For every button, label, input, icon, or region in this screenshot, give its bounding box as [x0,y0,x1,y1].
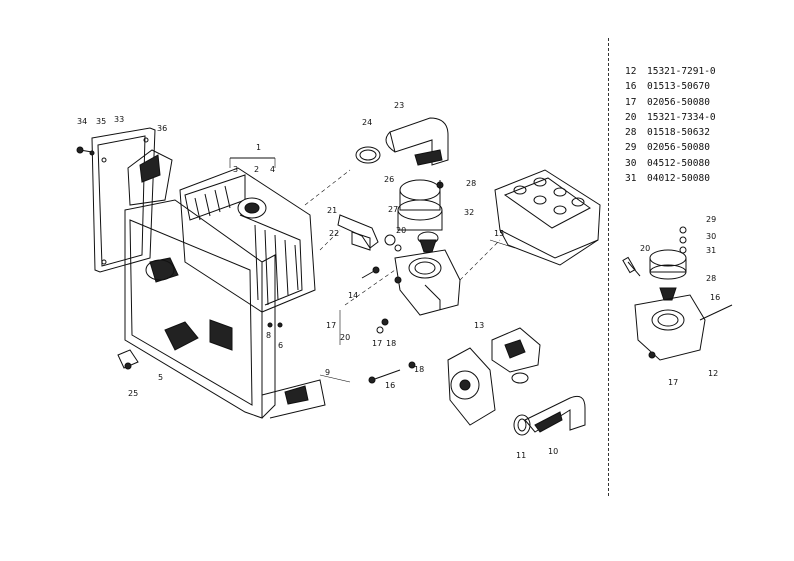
parts-row: 17 02056-50080 [625,95,716,110]
callout-6: 6 [278,341,283,350]
part-ref: 31 [625,173,637,185]
water-flange-part-13 [394,249,461,316]
parts-row: 30 04512-50080 [625,156,716,171]
inset-callout-29: 29 [706,215,716,224]
callout-9: 9 [325,368,330,377]
parts-row: 28 01518-50632 [625,125,716,140]
callout-26: 26 [384,175,394,184]
parts-row: 31 04012-50080 [625,171,716,186]
callout-32: 32 [464,208,474,217]
water-pump-assembly [447,327,541,426]
inset-callout-16: 16 [710,293,720,302]
callout-11: 11 [516,451,526,460]
part-number: 01513-50670 [647,81,710,93]
callout-21: 21 [327,206,337,215]
part-ref: 29 [625,142,637,154]
part-number: 02056-50080 [647,96,710,108]
callout-1: 1 [256,143,261,152]
callout-17a: 17 [326,321,336,330]
bypass-hose-part-21 [337,214,402,252]
callout-20: 20 [340,333,350,342]
part-number: 15321-7291-0 [647,66,716,77]
thermostat-detail-inset [622,226,733,361]
inset-callout-20: 20 [640,244,650,253]
part-number: 04512-50080 [647,157,710,169]
parts-row: 16 01513-50670 [625,79,716,94]
callout-17b: 17 [372,339,382,348]
inset-callout-30: 30 [706,232,716,241]
radiator-assembly [179,157,316,313]
part-ref: 20 [625,111,637,123]
fan-guard-panel [124,199,326,419]
parts-row: 29 02056-50080 [625,140,716,155]
engine-cylinder-head [494,169,601,266]
callout-8: 8 [266,331,271,340]
callout-2: 2 [254,165,259,174]
callout-25: 25 [128,389,138,398]
part-number: 01518-50632 [647,127,710,139]
part-ref: 12 [625,66,637,77]
bracket-part-36 [127,149,173,206]
callout-5: 5 [158,373,163,382]
part-ref: 28 [625,127,637,139]
part-ref: 16 [625,81,637,93]
fasteners [76,146,416,384]
callout-18a: 18 [386,339,396,348]
drain-cock-part-25 [117,349,139,370]
inset-callout-17: 17 [668,378,678,387]
part-ref: 30 [625,157,637,169]
parts-row: 20 15321-7334-0 [625,110,716,125]
callout-10: 10 [548,447,558,456]
callout-20-upper: 20 [396,226,406,235]
callout-36: 36 [157,124,167,133]
callout-3: 3 [233,165,238,174]
callout-27: 27 [388,205,398,214]
inset-callout-31: 31 [706,246,716,255]
callout-18b: 18 [414,365,424,374]
callout-13: 13 [474,321,484,330]
section-divider [608,38,609,496]
fan-shroud-panel [91,127,156,273]
inset-callout-28: 28 [706,274,716,283]
lower-hose-part-10 [513,395,586,436]
part-number: 15321-7334-0 [647,111,716,123]
part-number: 02056-50080 [647,142,710,154]
callout-14: 14 [348,291,358,300]
part-ref: 17 [625,96,637,108]
callout-35: 35 [96,117,106,126]
callout-15: 15 [494,229,504,238]
leader-lines [304,169,516,383]
callout-24: 24 [362,118,372,127]
callout-22: 22 [329,229,339,238]
upper-hose-part-23 [355,117,449,166]
callout-12-main: 12 [708,369,718,378]
parts-row: 12 15321-7291-0 [625,64,716,79]
part-number: 04012-50080 [647,173,710,185]
parts-list: 12 15321-7291-0 16 01513-50670 17 02056-500… [625,64,716,186]
thermostat-housing [397,179,444,253]
callout-33: 33 [114,115,124,124]
callout-23: 23 [394,101,404,110]
callout-4: 4 [270,165,275,174]
callout-28: 28 [466,179,476,188]
callout-34: 34 [77,117,87,126]
callout-16: 16 [385,381,395,390]
